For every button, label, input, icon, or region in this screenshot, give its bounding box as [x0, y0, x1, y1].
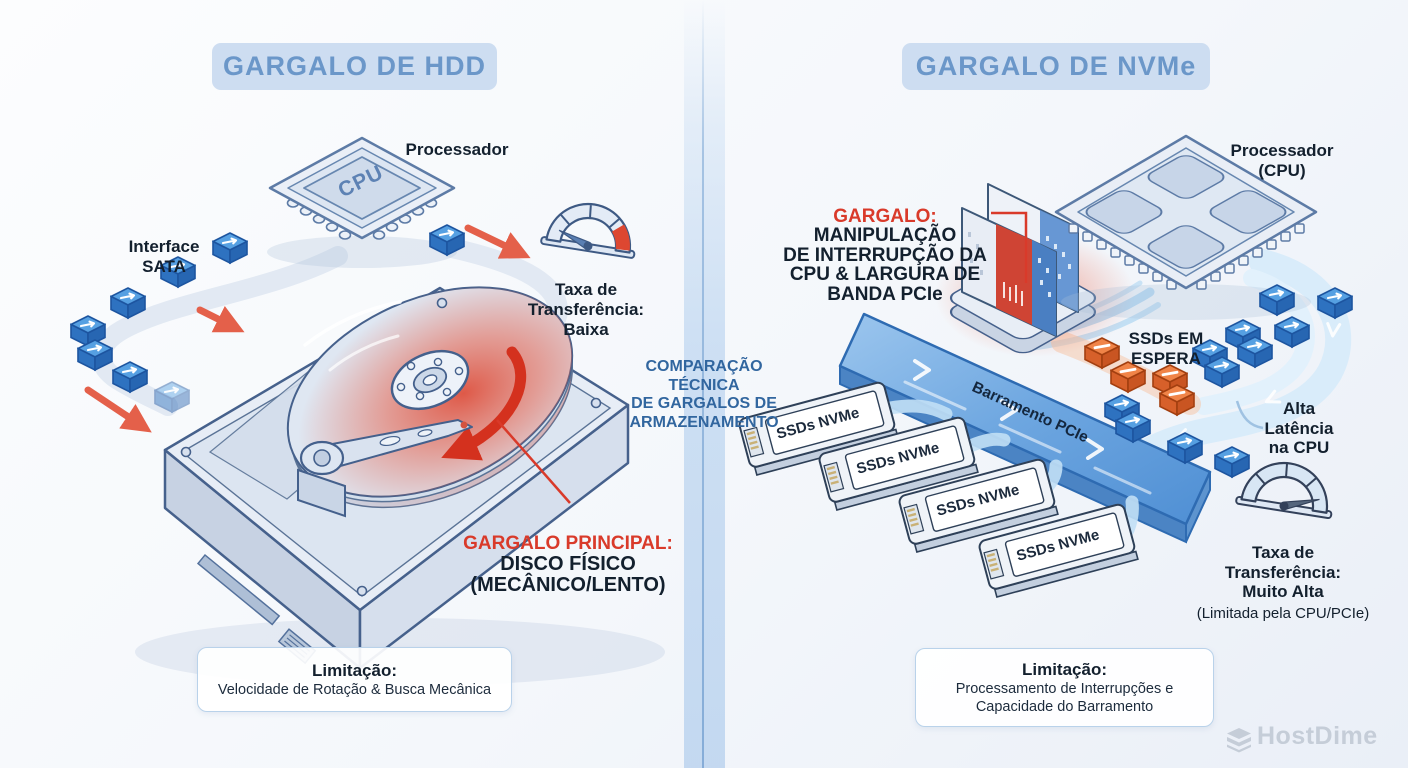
center-divider-line [702, 0, 704, 768]
cpu-chip-left [267, 136, 457, 268]
transfer-rate-low-label: Taxa de Transferência: Baixa [527, 280, 645, 339]
nvme-title-text: GARGALO DE NVMe [915, 51, 1197, 81]
nvme-side-group [736, 134, 1354, 600]
nvme-limitation-body: Processamento de Interrupções e Capacida… [955, 681, 1174, 715]
transfer-rate-high-label: Taxa de Transferência: Muito Alta [1224, 543, 1342, 601]
hostdime-logo-icon [1227, 728, 1251, 753]
hdd-title-text: GARGALO DE HDD [223, 51, 486, 81]
center-divider-band [684, 0, 725, 768]
hdd-limitation-body: Velocidade de Rotação & Busca Mecânica [217, 682, 492, 698]
high-latency-label: Alta Latência na CPU [1264, 399, 1334, 457]
hdd-limitation-box: Limitação: Velocidade de Rotação & Busca… [197, 647, 512, 712]
hdd-callout-line [496, 419, 571, 504]
nvme-bottleneck-callout: GARGALO: MANIPULAÇÃO DE INTERRUPÇÃO DA C… [769, 187, 1001, 304]
hdd-illustration [135, 286, 665, 686]
nvme-callout-line [991, 211, 1028, 283]
latency-callout-line [1235, 400, 1264, 430]
transfer-rate-high-note: (Limitada pela CPU/PCIe) [1196, 605, 1370, 622]
sata-interface-label: Interface SATA [128, 237, 200, 276]
hdd-title: GARGALO DE HDD [212, 43, 497, 90]
cpu-chip-right [1054, 134, 1318, 320]
hdd-bottleneck-callout: GARGALO PRINCIPAL: DISCO FÍSICO (MECÂNIC… [452, 512, 684, 617]
interrupt-module [935, 183, 1135, 357]
nvme-bottleneck-body: MANIPULAÇÃO DE INTERRUPÇÃO DA CPU & LARG… [783, 225, 987, 305]
nvme-bottleneck-title: GARGALO: [833, 205, 937, 227]
processor-label-left: Processador [405, 140, 509, 159]
slow-flow-arrows [84, 224, 531, 433]
nvme-limitation-box: Limitação: Processamento de Interrupções… [915, 648, 1214, 727]
center-caption: COMPARAÇÃO TÉCNICA DE GARGALOS DE ARMAZE… [629, 358, 779, 431]
hostdime-wordmark: HostDime [1257, 722, 1378, 750]
hdd-limitation-title: Limitação: [311, 661, 398, 680]
nvme-limitation-title: Limitação: [1021, 660, 1108, 679]
nvme-title: GARGALO DE NVMe [902, 43, 1210, 90]
ssds-waiting-label: SSDs EM ESPERA [1128, 329, 1204, 368]
gauge-low [540, 202, 636, 259]
gauge-high [1235, 461, 1333, 520]
hdd-bottleneck-title: GARGALO PRINCIPAL: [463, 533, 673, 554]
hdd-side-group [69, 136, 665, 686]
processor-label-right: Processador (CPU) [1230, 141, 1334, 180]
hdd-bottleneck-body: DISCO FÍSICO (MECÂNICO/LENTO) [470, 553, 666, 596]
